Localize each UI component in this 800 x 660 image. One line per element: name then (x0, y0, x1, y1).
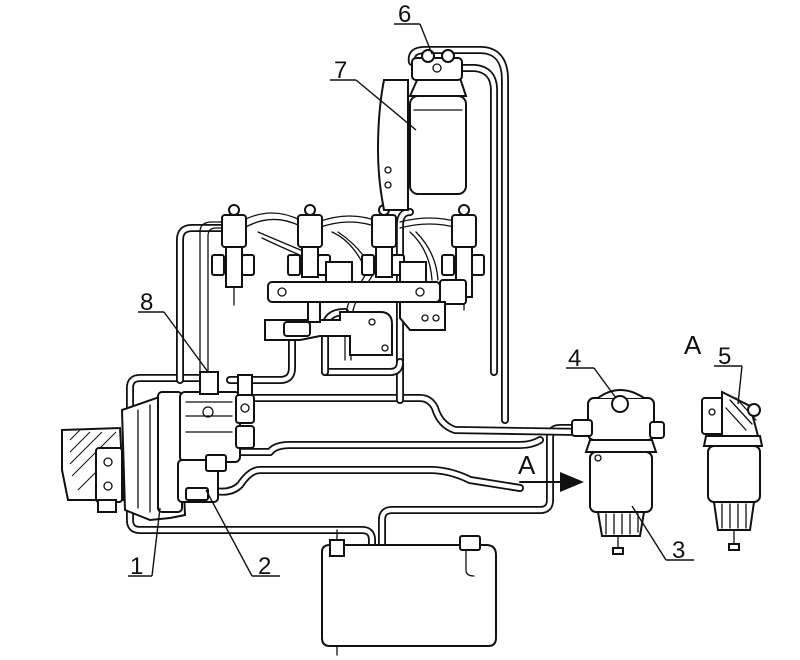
coarse-filter-3 (571, 389, 665, 555)
arrow-a-label: A (518, 450, 536, 480)
drive-flange (61, 426, 126, 513)
callout-8: 8 (140, 289, 153, 316)
callout-3: 3 (672, 537, 685, 564)
injector-2 (287, 204, 331, 278)
filter-view-a (701, 390, 764, 551)
fine-filter-7 (376, 49, 468, 211)
injector-3 (361, 204, 405, 278)
callout-2: 2 (258, 553, 271, 580)
fuel-rail (267, 261, 467, 331)
callout-1: 1 (130, 553, 143, 580)
hp-pump-1 (120, 371, 255, 522)
fuel-tank (321, 529, 497, 656)
callout-5: 5 (718, 343, 731, 370)
callout-4: 4 (568, 345, 581, 372)
injector-1 (211, 204, 255, 306)
rail-bracket (264, 301, 393, 356)
callout-7: 7 (334, 57, 347, 84)
view-a-label: A (684, 330, 702, 360)
callout-leaders (128, 23, 743, 577)
callout-6: 6 (398, 1, 411, 28)
